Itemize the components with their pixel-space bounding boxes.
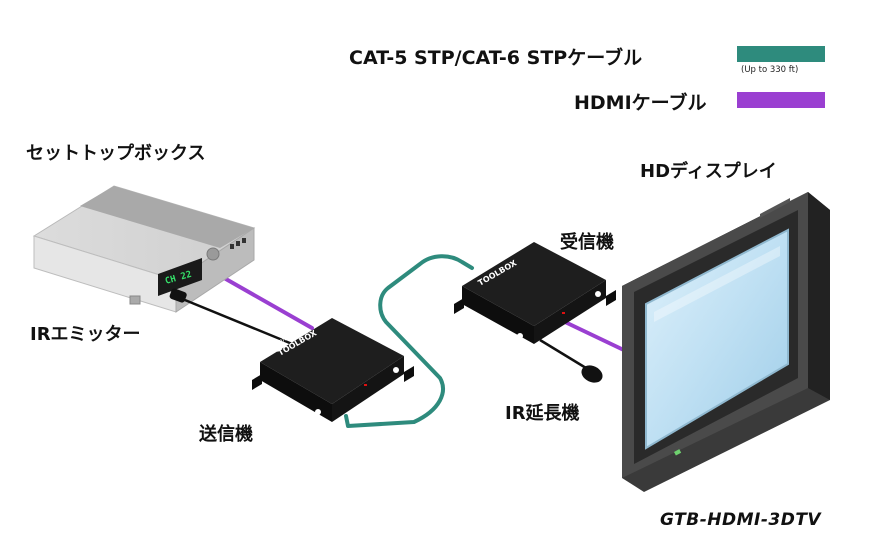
label-ir-extender: IR延長機 [505,403,580,424]
legend-cat-note: (Up to 330 ft) [741,65,799,75]
receiver-box [454,242,616,344]
legend-hdmi-label: HDMIケーブル [574,92,707,114]
model-number: GTB-HDMI-3DTV [660,510,822,530]
label-sender: 送信機 [199,424,253,445]
hdmi-cable-receiver-to-display [563,320,632,355]
set-top-box [32,185,256,313]
hd-display [622,192,830,492]
legend-cat-swatch [737,46,825,62]
legend-cat-label: CAT-5 STP/CAT-6 STPケーブル [349,47,643,69]
sender-box [252,318,414,422]
ir-extender-cable [539,338,587,370]
label-receiver: 受信機 [560,232,614,253]
cat-cable [344,254,474,428]
legend-hdmi-swatch [737,92,825,108]
ir-emitter-cable [179,296,303,350]
ir-emitter-head [169,288,187,303]
label-hd-display: HDディスプレイ [640,161,777,182]
ir-extender-head [581,365,603,383]
label-ir-emitter: IRエミッター [30,324,141,345]
label-set-top-box: セットトップボックス [26,143,206,164]
